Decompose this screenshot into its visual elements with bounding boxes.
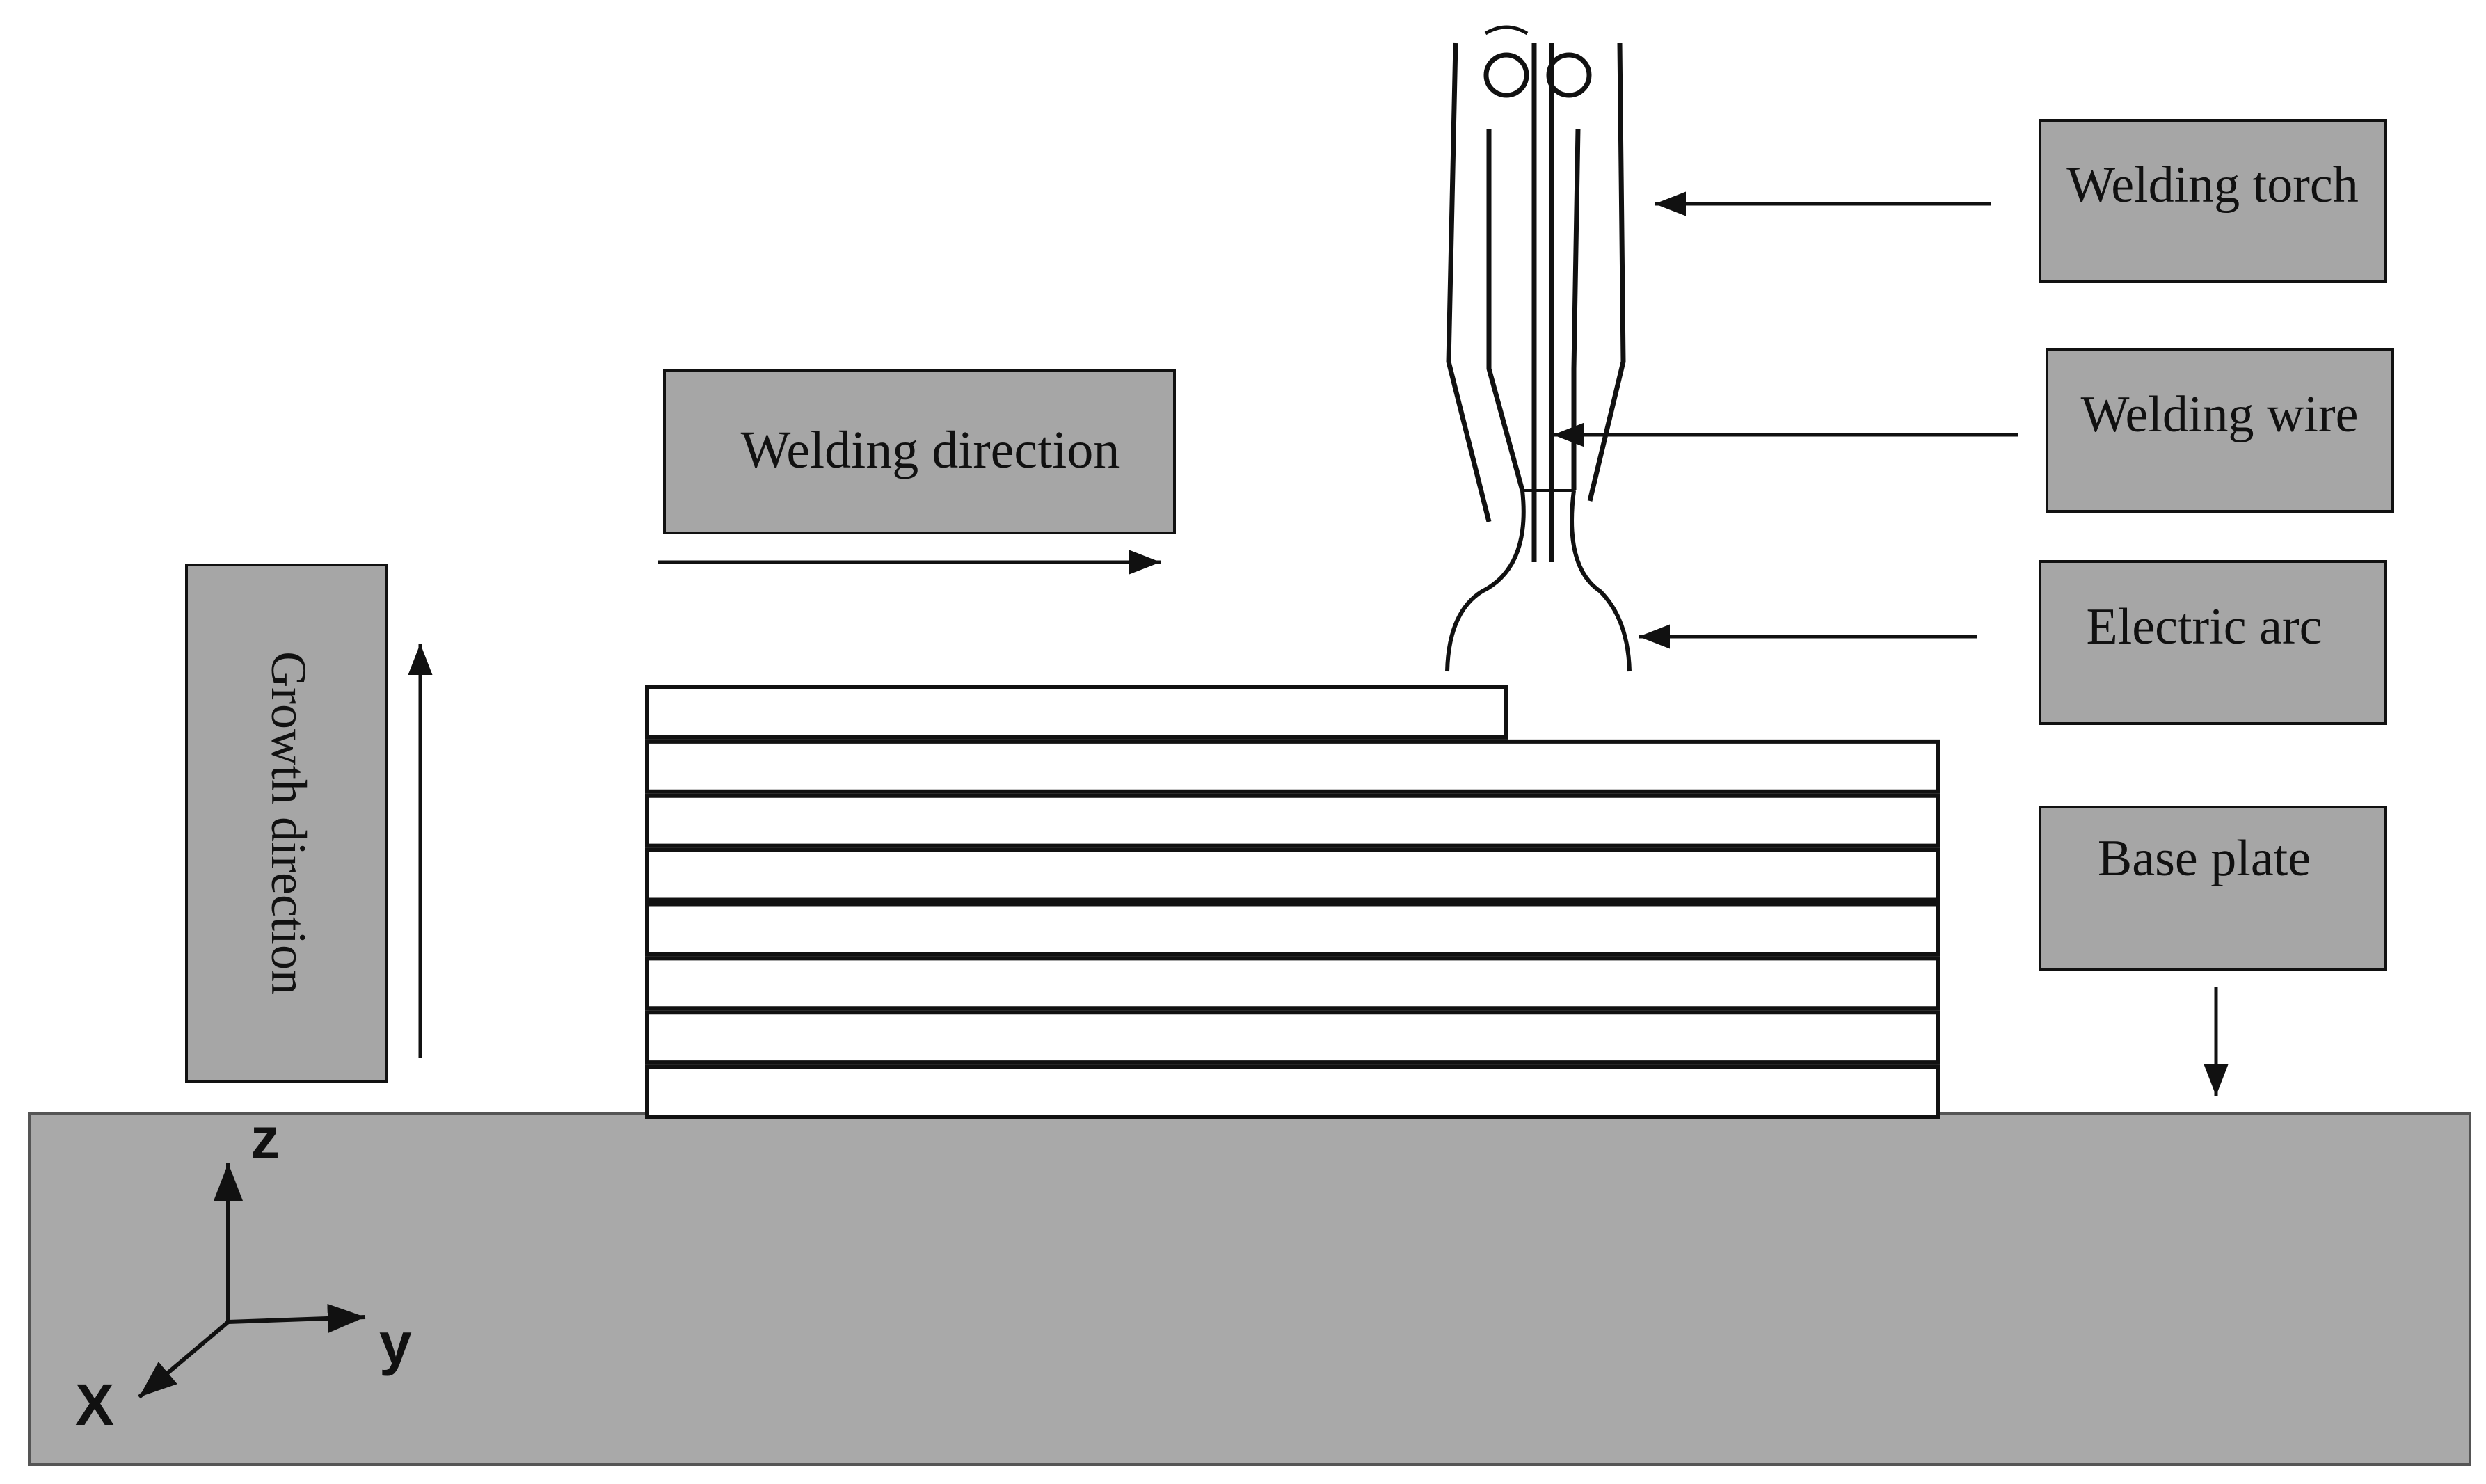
base-plate-label: Base plate (2098, 830, 2311, 887)
deposited-layer (645, 956, 1940, 1011)
welding-torch-label: Welding torch (2066, 157, 2358, 214)
welding-torch-box (2039, 119, 2387, 283)
base-plate (28, 1112, 2471, 1466)
deposited-layers (645, 685, 1940, 1119)
deposited-layer (645, 902, 1940, 957)
deposited-layer (645, 793, 1940, 848)
electric-arc (1445, 489, 1632, 672)
wire-spool-right-icon (1546, 52, 1592, 98)
deposited-layer (645, 1010, 1940, 1065)
electric-arc-label: Electric arc (2087, 598, 2322, 655)
x-axis-arrow (138, 1320, 230, 1399)
base-plate-box (2039, 806, 2387, 971)
y-axis-arrow (228, 1303, 366, 1333)
deposited-layer (645, 1064, 1940, 1119)
welding-direction-box (663, 369, 1176, 534)
deposited-layer (645, 739, 1940, 794)
welding-direction-label: Welding direction (741, 421, 1120, 479)
welding-wire-box (2046, 348, 2394, 513)
growth-direction-box (185, 564, 388, 1083)
deposited-layer-top (645, 685, 1508, 740)
growth-direction-label: Growth direction (261, 651, 317, 995)
z-axis-label: z (250, 1106, 280, 1171)
deposited-layer (645, 847, 1940, 902)
wire-spool-left-icon (1483, 52, 1529, 98)
electric-arc-box (2039, 560, 2387, 725)
coordinate-axes: z y X (75, 1106, 412, 1437)
x-axis-label: X (75, 1372, 114, 1437)
welding-wire-label: Welding wire (2081, 386, 2359, 443)
y-axis-label: y (379, 1311, 412, 1376)
welding-torch (1446, 25, 1626, 562)
